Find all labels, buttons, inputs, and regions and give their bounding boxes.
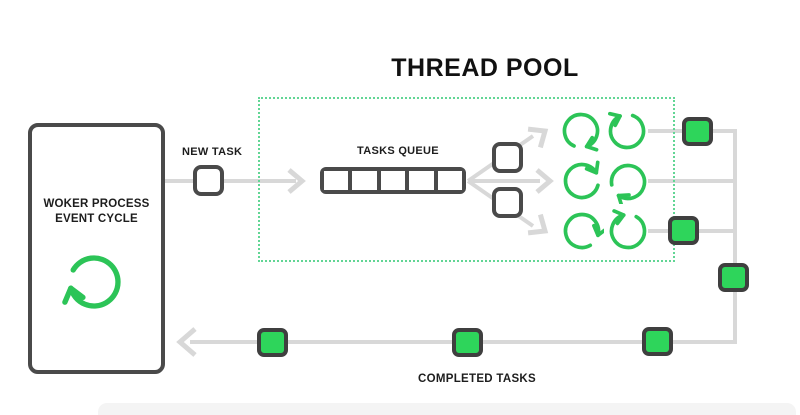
- worker-label-line2: EVENT CYCLE: [55, 213, 138, 225]
- thread-pool-region: [258, 97, 675, 262]
- queue-cell: [433, 171, 463, 190]
- completed-task-square: [668, 216, 699, 245]
- completed-task-square: [452, 328, 483, 357]
- worker-label-line1: WOKER PROCESS: [43, 198, 150, 210]
- tasks-queue-label: TASKS QUEUE: [357, 145, 439, 157]
- page-title: THREAD POOL: [391, 54, 579, 82]
- arrowhead-into-queue-icon: [287, 168, 306, 194]
- completed-task-square: [682, 117, 713, 146]
- tasks-queue: [320, 167, 466, 194]
- worker-process-box: WOKER PROCESS EVENT CYCLE: [28, 123, 165, 374]
- new-task-square: [193, 165, 224, 196]
- thread-cycle-icon: [560, 209, 604, 253]
- completed-task-square: [718, 263, 749, 292]
- arrowhead-fan-mid-icon: [535, 168, 554, 194]
- worker-process-label: WOKER PROCESS EVENT CYCLE: [32, 197, 161, 227]
- thread-cycle-icon: [561, 111, 602, 153]
- thread-cycle-icon: [609, 209, 647, 250]
- thread-cycle-icon: [605, 109, 648, 152]
- completed-tasks-label: COMPLETED TASKS: [418, 373, 537, 385]
- new-task-label: NEW TASK: [182, 146, 243, 158]
- dispatch-task-square-top: [492, 142, 523, 173]
- completed-task-square: [257, 328, 288, 357]
- arrowhead-fan-down-icon: [527, 213, 549, 236]
- thread-cycle-icon: [560, 159, 604, 203]
- queue-cell: [324, 171, 349, 190]
- queue-cell: [348, 171, 377, 190]
- arrowhead-fan-up-icon: [527, 126, 549, 149]
- thread-cycle-icon: [606, 160, 650, 204]
- next-slide-edge: [98, 403, 796, 415]
- event-cycle-icon: [62, 250, 126, 314]
- completed-task-square: [642, 327, 673, 356]
- queue-cell: [405, 171, 434, 190]
- dispatch-task-square-bottom: [492, 187, 523, 218]
- arrowhead-to-worker-icon: [176, 327, 197, 357]
- queue-cell: [376, 171, 406, 190]
